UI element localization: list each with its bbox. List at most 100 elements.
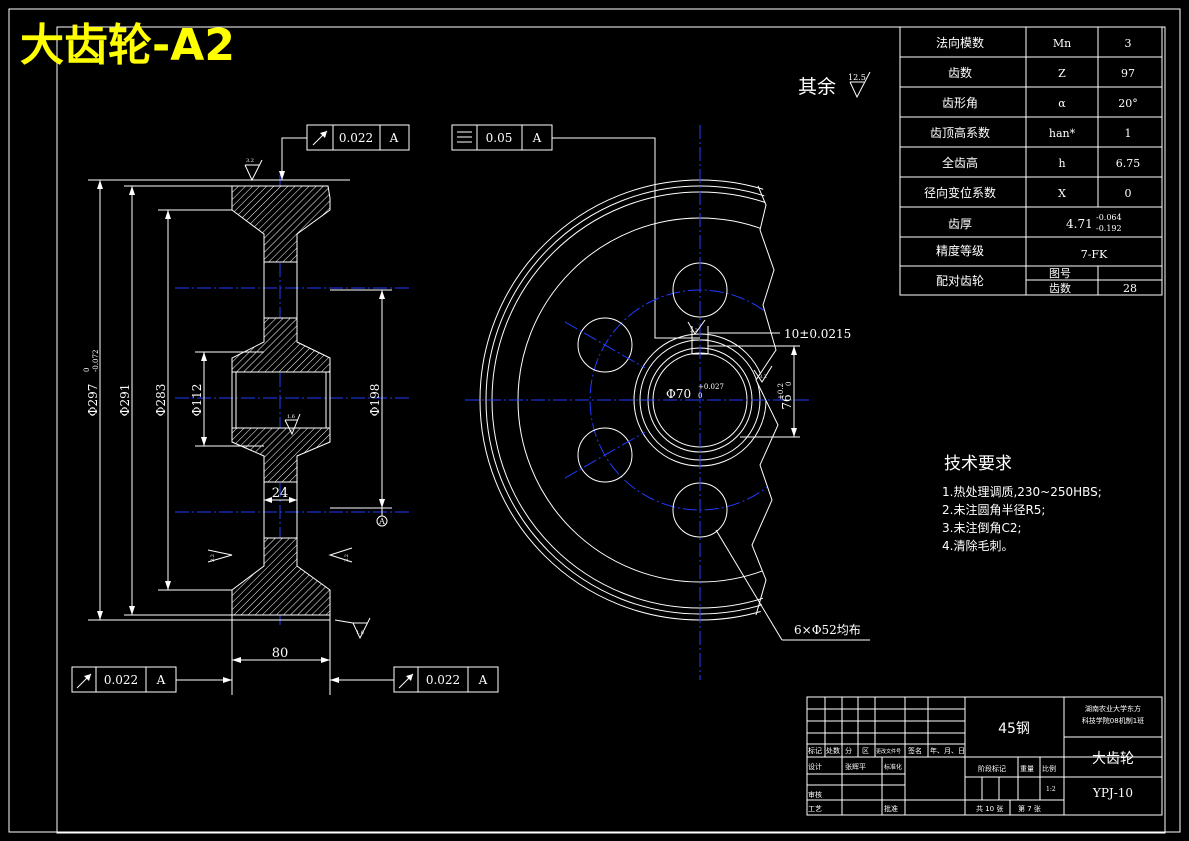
tech-req-item-2: 2.未注圆角半径R5;	[942, 502, 1045, 517]
label-process: 工艺	[808, 805, 822, 813]
dim-keydepth-tol: +0.2	[777, 383, 785, 400]
tech-req-item-3: 3.未注倒角C2;	[942, 520, 1022, 535]
label-standardization: 标准化	[884, 763, 902, 771]
param-value: 3	[1125, 37, 1132, 50]
dim-web-24: 24	[272, 486, 289, 501]
label-weight: 重量	[1020, 765, 1034, 773]
param-symbol: α	[1058, 97, 1066, 110]
runout-frame-left: 0.022 A	[71, 666, 232, 693]
label-change-doc: 更改文件号	[876, 748, 901, 755]
runout-frame-top: 0.022 A	[279, 124, 410, 180]
runout-frame-right: 0.022 A	[330, 666, 499, 693]
runout-top-value: 0.022	[339, 131, 373, 145]
dim-d297-lower: -0.072	[92, 350, 100, 372]
tooth-thickness-upper: -0.064	[1096, 213, 1122, 222]
label-fen: 分	[845, 746, 852, 755]
param-value: 20°	[1118, 97, 1138, 110]
drawing-number: YPJ-10	[1092, 786, 1133, 800]
dim-width-80: 80	[272, 646, 289, 661]
rough-left: 3.2	[210, 554, 216, 562]
param-symbol: h	[1058, 157, 1065, 170]
param-name: 法向模数	[936, 35, 984, 50]
runout-left-datum: A	[156, 673, 166, 687]
label-count: 处数	[826, 746, 840, 755]
label-sign: 签名	[908, 746, 922, 755]
outer-frame	[8, 8, 1181, 833]
sheet-total: 共 10 张	[976, 804, 1003, 813]
mating-teeth-label: 齿数	[1049, 282, 1071, 295]
tooth-thickness-label: 齿厚	[948, 217, 972, 231]
rough-key-2: 3.2	[759, 374, 767, 380]
title-block: 45钢 湖南农业大学东方 科技学院08机制1班 大齿轮 YPJ-10 标记 处数…	[806, 696, 1163, 816]
roughness-symbol-icon	[849, 71, 871, 99]
dim-d283: Φ283	[154, 384, 168, 417]
runout-right-datum: A	[478, 673, 488, 687]
datum-a-marker: A	[378, 517, 385, 526]
tooth-thickness-lower: -0.192	[1096, 224, 1122, 233]
parallel-value: 0.05	[486, 131, 513, 145]
tech-req-item-4: 4.清除毛刺。	[942, 538, 1013, 553]
inner-frame	[56, 26, 1166, 834]
org-line-1: 湖南农业大学东方	[1085, 704, 1141, 713]
runout-left-value: 0.022	[104, 673, 138, 687]
material: 45钢	[998, 721, 1030, 737]
label-check: 审核	[808, 790, 822, 799]
side-section-view: Φ297 0 -0.072 Φ291 Φ283 Φ112 Φ198 A 24 8…	[83, 158, 410, 695]
param-value: 6.75	[1116, 157, 1141, 170]
label-zone: 区	[862, 747, 869, 755]
dim-bore-lower: 0	[698, 392, 702, 400]
dim-d297-upper: 0	[83, 368, 91, 372]
mating-drawing-no-label: 图号	[1049, 267, 1071, 280]
other-surface-roughness: 其余 12.5	[798, 71, 871, 99]
dim-d297: Φ297	[86, 384, 100, 417]
param-value: 1	[1125, 127, 1132, 140]
drawing-title: 大齿轮-A2	[20, 20, 235, 71]
parallel-datum: A	[532, 131, 542, 145]
param-name: 齿数	[948, 65, 972, 80]
scale-value: 1:2	[1046, 786, 1056, 793]
label-approve: 批准	[884, 804, 898, 813]
dim-d291: Φ291	[118, 384, 132, 417]
param-symbol: han*	[1049, 127, 1076, 140]
other-value: 12.5	[848, 73, 866, 82]
front-view: 10±0.0215 3.2 Φ70 +0.027 0 76 +0.2 0 3.2…	[465, 125, 870, 680]
precision-value: 7-FK	[1081, 248, 1108, 261]
runout-right-value: 0.022	[426, 673, 460, 687]
label-design: 设计	[808, 762, 822, 771]
param-name: 齿形角	[942, 96, 978, 110]
label-scale: 比例	[1042, 764, 1056, 773]
precision-label: 精度等级	[936, 243, 984, 258]
rough-bottom: 1.6	[356, 630, 364, 636]
mating-teeth-value: 28	[1123, 282, 1137, 295]
dim-keyway: 10±0.0215	[784, 327, 851, 341]
dim-bore-upper: +0.027	[698, 383, 724, 391]
tech-req-heading: 技术要求	[944, 454, 1012, 474]
param-symbol: X	[1058, 187, 1066, 200]
sheet-number: 第 7 张	[1018, 804, 1041, 813]
rough-right: 3.2	[344, 554, 350, 562]
designer-name: 张辉平	[845, 762, 866, 771]
dim-bore: Φ70	[666, 387, 691, 401]
mating-label: 配对齿轮	[936, 274, 984, 288]
param-symbol: Mn	[1053, 37, 1071, 50]
param-symbol: Z	[1058, 67, 1066, 80]
part-name: 大齿轮	[1092, 751, 1134, 767]
rough-top: 3.2	[246, 158, 254, 164]
org-line-2: 科技学院08机制1班	[1082, 716, 1144, 725]
label-date: 年、月、日	[930, 746, 965, 755]
param-name: 齿顶高系数	[930, 125, 990, 140]
param-value: 97	[1121, 67, 1135, 80]
dim-holes: 6×Φ52均布	[794, 623, 861, 637]
technical-requirements: 技术要求 1.热处理调质,230~250HBS; 2.未注圆角半径R5; 3.未…	[942, 454, 1102, 553]
param-value: 0	[1125, 187, 1132, 200]
runout-top-datum: A	[389, 131, 399, 145]
tooth-thickness-value: 4.71	[1066, 217, 1093, 231]
dim-keydepth-tol-lower: 0	[785, 382, 793, 386]
dim-keydepth: 76	[780, 394, 794, 409]
label-stage: 阶段标记	[978, 764, 1006, 773]
param-name: 全齿高	[942, 155, 978, 170]
tech-req-item-1: 1.热处理调质,230~250HBS;	[942, 485, 1102, 499]
rough-bore: 1.6	[287, 414, 295, 420]
other-label: 其余	[798, 76, 836, 98]
